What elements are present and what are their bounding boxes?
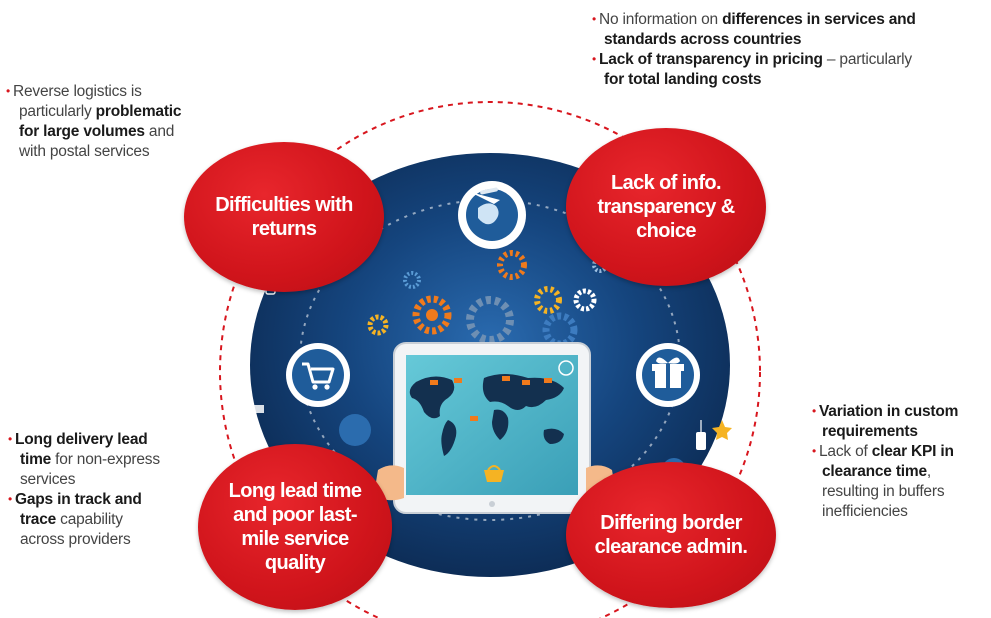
note-text: Lack of bbox=[819, 443, 872, 460]
ellipse-label: Difficulties with bbox=[215, 194, 353, 216]
shopping-cart-icon bbox=[286, 343, 350, 407]
note-text: No information on bbox=[599, 11, 723, 28]
orbit-dot bbox=[339, 414, 371, 446]
airplane-globe-icon bbox=[458, 181, 526, 249]
dotted-boundary-circle bbox=[219, 101, 761, 618]
gift-box-icon bbox=[636, 343, 700, 407]
note-emphasis: time bbox=[20, 451, 52, 468]
note-emphasis: Gaps in track and bbox=[15, 491, 142, 508]
note-text: , bbox=[926, 463, 932, 480]
note-emphasis: standards across countries bbox=[604, 31, 802, 48]
bullet: • bbox=[592, 12, 597, 26]
note-text: – particularly bbox=[822, 51, 912, 68]
bullet: • bbox=[812, 404, 817, 418]
ellipse-label: clearance admin. bbox=[594, 536, 748, 558]
note-emphasis: for total landing costs bbox=[604, 71, 762, 88]
note-emphasis: differences in services and bbox=[722, 11, 916, 28]
note-bottom-right: •Variation in custom requirements •Lack … bbox=[812, 402, 988, 522]
star-icon bbox=[712, 420, 732, 440]
ellipse-label: Differing border bbox=[600, 512, 742, 534]
ellipse-difficulties-with-returns: Difficulties with returns bbox=[184, 142, 384, 292]
note-text: Reverse logistics is bbox=[13, 83, 142, 100]
note-text: resulting in buffers bbox=[822, 483, 945, 500]
note-bottom-left: •Long delivery lead time for non-express… bbox=[8, 430, 218, 550]
bullet: • bbox=[812, 444, 817, 458]
note-emphasis: clearance time bbox=[822, 463, 927, 480]
bullet: • bbox=[6, 84, 11, 98]
price-tag-icon bbox=[696, 420, 706, 450]
ellipse-lack-of-transparency: Lack of info. transparency & choice bbox=[566, 128, 766, 286]
ellipse-label: Lack of info. bbox=[611, 172, 722, 194]
ellipse-label: choice bbox=[636, 220, 696, 242]
note-top-left: •Reverse logistics is particularly probl… bbox=[6, 82, 236, 162]
note-emphasis: requirements bbox=[822, 423, 918, 440]
note-text: for non-express bbox=[51, 451, 160, 468]
note-text: inefficiencies bbox=[822, 503, 908, 520]
note-emphasis: Variation in custom bbox=[819, 403, 959, 420]
world-map-tablet-icon bbox=[374, 342, 616, 514]
note-emphasis: clear KPI in bbox=[871, 443, 954, 460]
bullet: • bbox=[8, 492, 13, 506]
ellipse-label: quality bbox=[264, 552, 326, 574]
note-text: across providers bbox=[20, 531, 131, 548]
note-emphasis: for large volumes bbox=[19, 123, 145, 140]
note-emphasis: Long delivery lead bbox=[15, 431, 148, 448]
bullet: • bbox=[592, 52, 597, 66]
note-emphasis: problematic bbox=[95, 103, 182, 120]
ellipse-label: Long lead time bbox=[228, 480, 362, 502]
note-emphasis: Lack of transparency in pricing bbox=[599, 51, 823, 68]
ellipse-label: and poor last- bbox=[233, 504, 357, 526]
ellipse-label: transparency & bbox=[597, 196, 735, 218]
note-text: and bbox=[144, 123, 175, 140]
note-text: particularly bbox=[19, 103, 96, 120]
note-top-right: •No information on differences in servic… bbox=[592, 10, 988, 90]
bullet: • bbox=[8, 432, 13, 446]
note-text: services bbox=[20, 471, 76, 488]
note-emphasis: trace bbox=[20, 511, 57, 528]
note-text: capability bbox=[56, 511, 123, 528]
ellipse-differing-border-clearance: Differing border clearance admin. bbox=[566, 462, 776, 608]
ellipse-label: mile service bbox=[241, 528, 349, 550]
ellipse-long-lead-time: Long lead time and poor last- mile servi… bbox=[198, 444, 392, 610]
ellipse-label: returns bbox=[251, 218, 317, 240]
delivery-truck-icon bbox=[250, 405, 264, 413]
note-text: with postal services bbox=[19, 143, 150, 160]
